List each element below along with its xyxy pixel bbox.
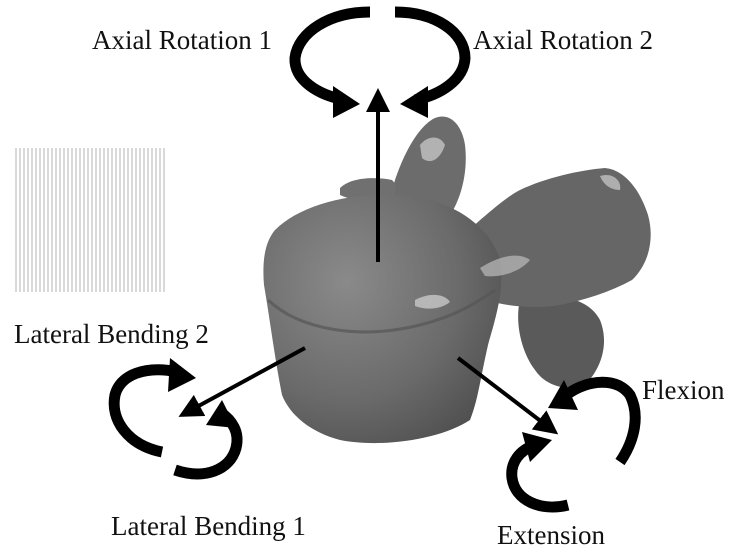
- label-lateral-bending-1: Lateral Bending 1: [111, 513, 306, 540]
- extension-arrow: [512, 445, 568, 507]
- label-axial-rotation-1: Axial Rotation 1: [92, 27, 272, 54]
- axial-rotation-1-arrowhead: [333, 86, 360, 118]
- lateral-bending-2-arrowhead: [168, 358, 196, 392]
- label-axial-rotation-2: Axial Rotation 2: [473, 27, 653, 54]
- label-lateral-bending-2: Lateral Bending 2: [14, 321, 209, 348]
- label-extension: Extension: [497, 522, 605, 549]
- striped-patch: [15, 148, 167, 292]
- vertebra-model: [263, 117, 650, 444]
- extension-arrowhead: [522, 432, 552, 462]
- vertebra-inferior-process: [518, 296, 604, 388]
- axial-rotation-2-arrow: [395, 12, 465, 100]
- axial-rotation-2-arrowhead: [400, 86, 428, 118]
- label-flexion: Flexion: [642, 377, 725, 404]
- lateral-bending-1-arrowhead: [206, 400, 236, 428]
- lateral-bending-2-arrow: [114, 370, 178, 452]
- flexion-arrow: [566, 382, 635, 462]
- axial-rotation-1-arrow: [295, 12, 370, 100]
